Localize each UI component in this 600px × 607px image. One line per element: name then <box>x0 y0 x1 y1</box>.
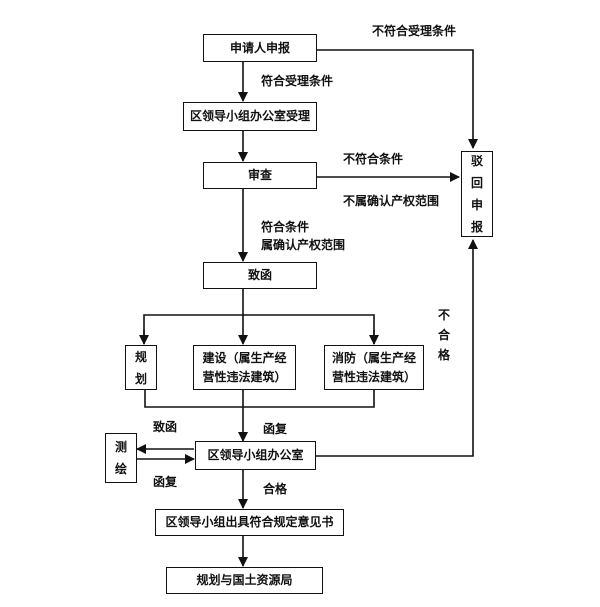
node-apply: 申请人申报 <box>203 34 317 62</box>
label-unqualified-char: 不 <box>437 308 450 322</box>
label-meet-conditions: 符合条件 <box>261 220 310 234</box>
node-reject-char: 申 <box>470 198 483 212</box>
label-reply-center: 函复 <box>263 422 288 436</box>
label-meet-acceptance: 符合受理条件 <box>261 74 334 88</box>
label-not-meet-conditions: 不符合条件 <box>343 152 404 166</box>
node-bureau: 规划与国土资源局 <box>166 567 323 594</box>
node-fire-line: 营性违法建筑） <box>331 369 416 384</box>
label-not-meet-acceptance: 不符合受理条件 <box>372 24 457 38</box>
label-unqualified: 不 合 格 <box>437 305 451 365</box>
label-unqualified-char: 格 <box>437 348 450 362</box>
node-letter: 致函 <box>203 262 317 289</box>
label-qualified: 合格 <box>263 482 288 496</box>
label-reply-left: 函复 <box>153 475 178 489</box>
node-survey-char: 测 <box>114 440 127 454</box>
node-review-label: 审查 <box>247 168 272 182</box>
branch-line <box>143 314 375 344</box>
arrow-office-to-reject <box>316 239 478 457</box>
node-planning-char: 划 <box>134 371 147 386</box>
label-not-in-scope: 不属确认产权范围 <box>343 194 440 208</box>
node-construction: 建设（属生产经 营性违法建筑） <box>193 345 296 390</box>
label-send-letter: 致函 <box>153 420 178 434</box>
node-survey: 测 绘 <box>105 433 137 483</box>
node-construction-line: 营性违法建筑） <box>202 369 287 384</box>
node-reject-char: 报 <box>470 220 483 234</box>
node-fire: 消防（属生产经 营性违法建筑） <box>324 345 424 390</box>
node-reject: 驳 回 申 报 <box>461 151 493 237</box>
node-survey-char: 绘 <box>114 462 127 476</box>
node-review: 审查 <box>203 162 317 189</box>
merge-line <box>144 389 375 408</box>
node-reject-char: 回 <box>470 176 483 190</box>
label-unqualified-char: 合 <box>437 328 450 342</box>
label-in-scope: 属确认产权范围 <box>261 238 346 252</box>
node-planning-char: 规 <box>134 349 147 364</box>
node-opinion: 区领导小组出具符合规定意见书 <box>155 509 344 536</box>
node-opinion-label: 区领导小组出具符合规定意见书 <box>165 515 334 529</box>
node-office: 区领导小组办公室 <box>195 441 316 470</box>
arrow-apply-to-reject <box>316 49 478 149</box>
node-accept: 区领导小组办公室受理 <box>183 102 317 131</box>
node-reject-char: 驳 <box>470 154 483 168</box>
node-bureau-label: 规划与国土资源局 <box>196 573 293 587</box>
node-apply-label: 申请人申报 <box>229 40 290 55</box>
node-construction-line: 建设（属生产经 <box>202 350 287 365</box>
node-planning: 规 划 <box>125 345 157 390</box>
node-accept-label: 区领导小组办公室受理 <box>189 109 310 123</box>
node-office-label: 区领导小组办公室 <box>207 448 304 462</box>
node-fire-line: 消防（属生产经 <box>331 350 416 365</box>
node-letter-label: 致函 <box>247 268 272 282</box>
